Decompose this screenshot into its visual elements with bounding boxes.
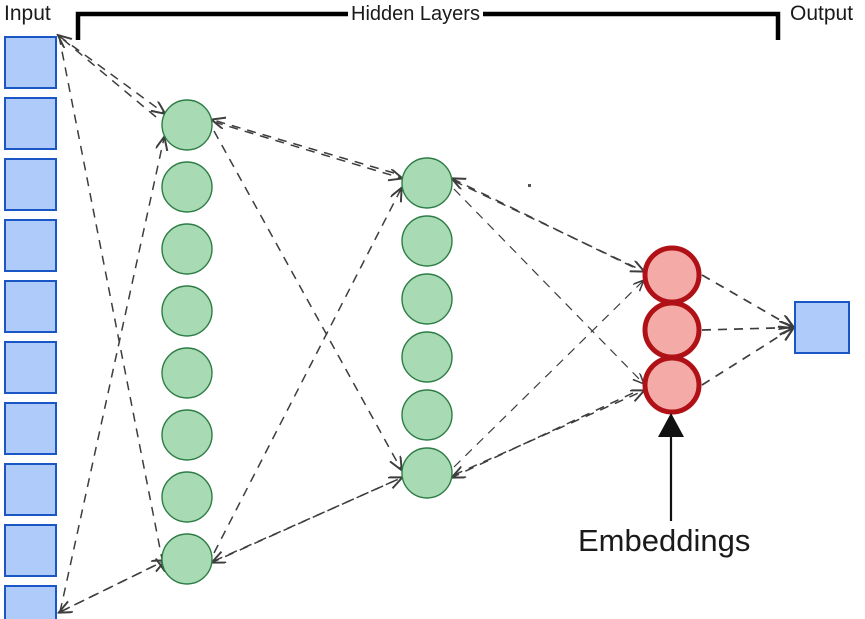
input-layer-node-5[interactable] (4, 280, 57, 333)
hidden-layer-1-node-5[interactable] (161, 347, 213, 399)
hidden-layer-1-node-2[interactable] (161, 161, 213, 213)
embeddings-label: Embeddings (578, 523, 751, 558)
hidden-layer-1-node-3[interactable] (161, 223, 213, 275)
hidden-layer-2-node-5[interactable] (401, 389, 453, 441)
connection-line (701, 328, 793, 331)
embedding-layer-node-1[interactable] (642, 245, 702, 305)
input-layer-node-6[interactable] (4, 341, 57, 394)
connection-line (453, 179, 634, 268)
input-layer-node-3[interactable] (4, 158, 57, 211)
connection-edges (59, 36, 793, 612)
embeddings-arrow-head (658, 413, 684, 437)
connection-line (453, 391, 643, 476)
hidden-layer-1-node-6[interactable] (161, 409, 213, 461)
connection-line (59, 36, 157, 118)
connection-line (58, 35, 164, 113)
hidden-layer-2-node-1[interactable] (401, 157, 453, 209)
input-layer-node-9[interactable] (4, 524, 57, 577)
embeddings-callout-arrow (528, 184, 684, 521)
connection-line (213, 480, 395, 562)
connection-line (213, 120, 395, 174)
connection-line (701, 274, 793, 328)
connection-line (453, 188, 643, 383)
input-layer-node-1[interactable] (4, 36, 57, 89)
connection-line (59, 138, 164, 613)
connection-line (58, 35, 164, 569)
hidden-layer-2-node-4[interactable] (401, 331, 453, 383)
embedding-layer-node-2[interactable] (642, 300, 702, 360)
hidden-layer-1-node-7[interactable] (161, 471, 213, 523)
hidden-layers-label: Hidden Layers (348, 3, 483, 26)
connection-line (453, 392, 634, 477)
input-layer-node-10[interactable] (4, 585, 57, 619)
hidden-layer-1-node-8[interactable] (161, 533, 213, 585)
stray-mark (528, 184, 531, 187)
connection-line (701, 328, 793, 386)
connection-line (213, 130, 401, 469)
connection-line (213, 121, 401, 178)
input-layer-node-4[interactable] (4, 219, 57, 272)
input-layer-node-2[interactable] (4, 97, 57, 150)
output-label: Output (790, 2, 854, 25)
input-label: Input (4, 2, 51, 25)
connection-line (213, 189, 401, 554)
input-layer-node-8[interactable] (4, 463, 57, 516)
connection-line (60, 564, 157, 612)
output-layer-node-1[interactable] (794, 301, 850, 354)
network-nodes (4, 36, 850, 619)
hidden-layer-2-node-3[interactable] (401, 273, 453, 325)
connection-line (453, 281, 643, 468)
hidden-layer-1-node-4[interactable] (161, 285, 213, 337)
hidden-layer-1-node-1[interactable] (161, 99, 213, 151)
hidden-layer-2-node-2[interactable] (401, 215, 453, 267)
input-layer-node-7[interactable] (4, 402, 57, 455)
embedding-layer-node-3[interactable] (642, 355, 702, 415)
hidden-layer-2-node-6[interactable] (401, 447, 453, 499)
connection-line (453, 180, 643, 271)
